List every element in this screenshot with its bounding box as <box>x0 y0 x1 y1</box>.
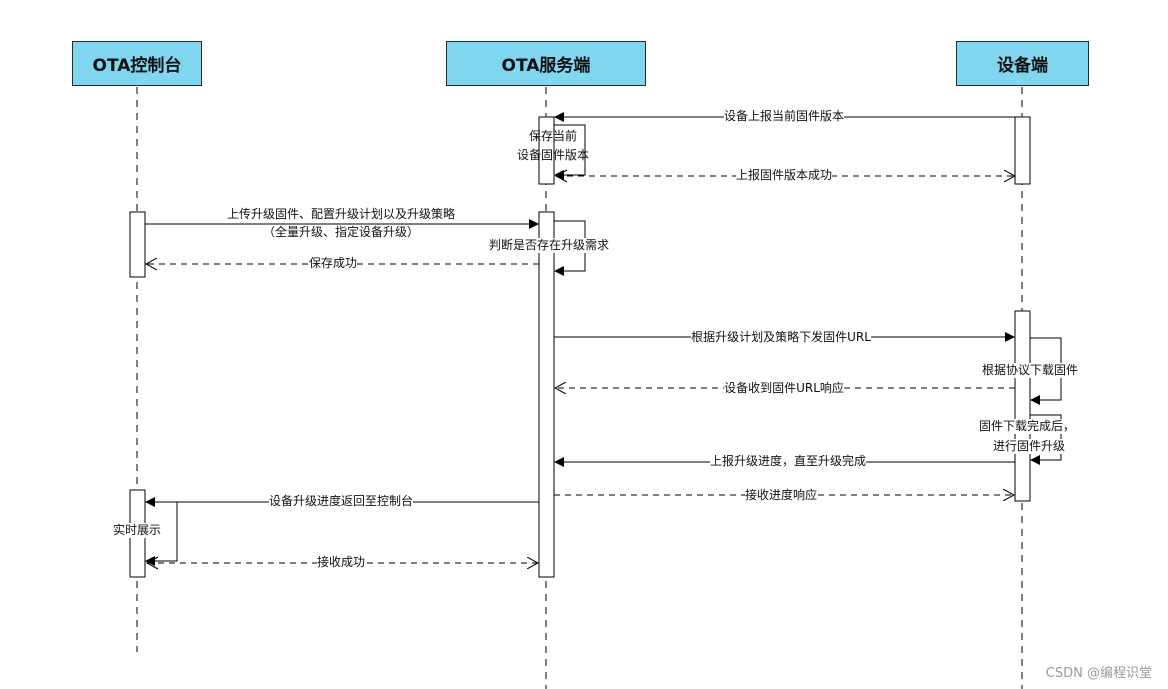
label-receive-success: 接收成功 <box>316 555 366 570</box>
watermark: CSDN @编程识堂 <box>1045 666 1152 681</box>
label-report-progress: 上报升级进度，直至升级完成 <box>709 454 867 469</box>
label-upgrade-1: 固件下载完成后， <box>978 419 1076 434</box>
arrow-self-realtime <box>145 501 178 566</box>
label-url-response: 设备收到固件URL响应 <box>724 381 844 396</box>
participant-device: 设备端 <box>956 41 1089 86</box>
label-upload-firmware-2: （全量升级、指定设备升级） <box>262 225 420 240</box>
participant-console: OTA控制台 <box>72 41 202 86</box>
label-realtime: 实时展示 <box>112 523 162 538</box>
label-upload-firmware: 上传升级固件、配置升级计划以及升级策略 <box>226 207 456 222</box>
label-progress-response: 接收进度响应 <box>744 488 818 503</box>
label-upgrade-2: 进行固件升级 <box>992 439 1066 454</box>
label-report-version: 设备上报当前固件版本 <box>723 109 845 124</box>
label-progress-to-console: 设备升级进度返回至控制台 <box>268 494 414 509</box>
activation-server-1 <box>538 116 555 185</box>
activation-device-1 <box>1014 116 1031 185</box>
arrowhead-left-m15 <box>145 556 159 570</box>
activation-device-2 <box>1014 310 1031 502</box>
label-save-version-1: 保存当前 <box>528 129 578 143</box>
label-save-success: 保存成功 <box>308 256 358 271</box>
participant-server: OTA服务端 <box>446 41 646 86</box>
label-report-success: 上报固件版本成功 <box>735 168 833 183</box>
arrow-self-upgrade <box>1030 414 1062 465</box>
label-save-version-2: 设备固件版本 <box>516 148 590 162</box>
label-check-upgrade: 判断是否存在升级需求 <box>488 238 610 253</box>
label-send-url: 根据升级计划及策略下发固件URL <box>691 330 871 345</box>
activation-server-2 <box>538 211 555 578</box>
activation-console-1 <box>129 211 146 278</box>
arrow-self-save-version <box>554 124 586 180</box>
label-download: 根据协议下载固件 <box>981 363 1079 378</box>
arrowhead-left-m3 <box>554 169 568 183</box>
